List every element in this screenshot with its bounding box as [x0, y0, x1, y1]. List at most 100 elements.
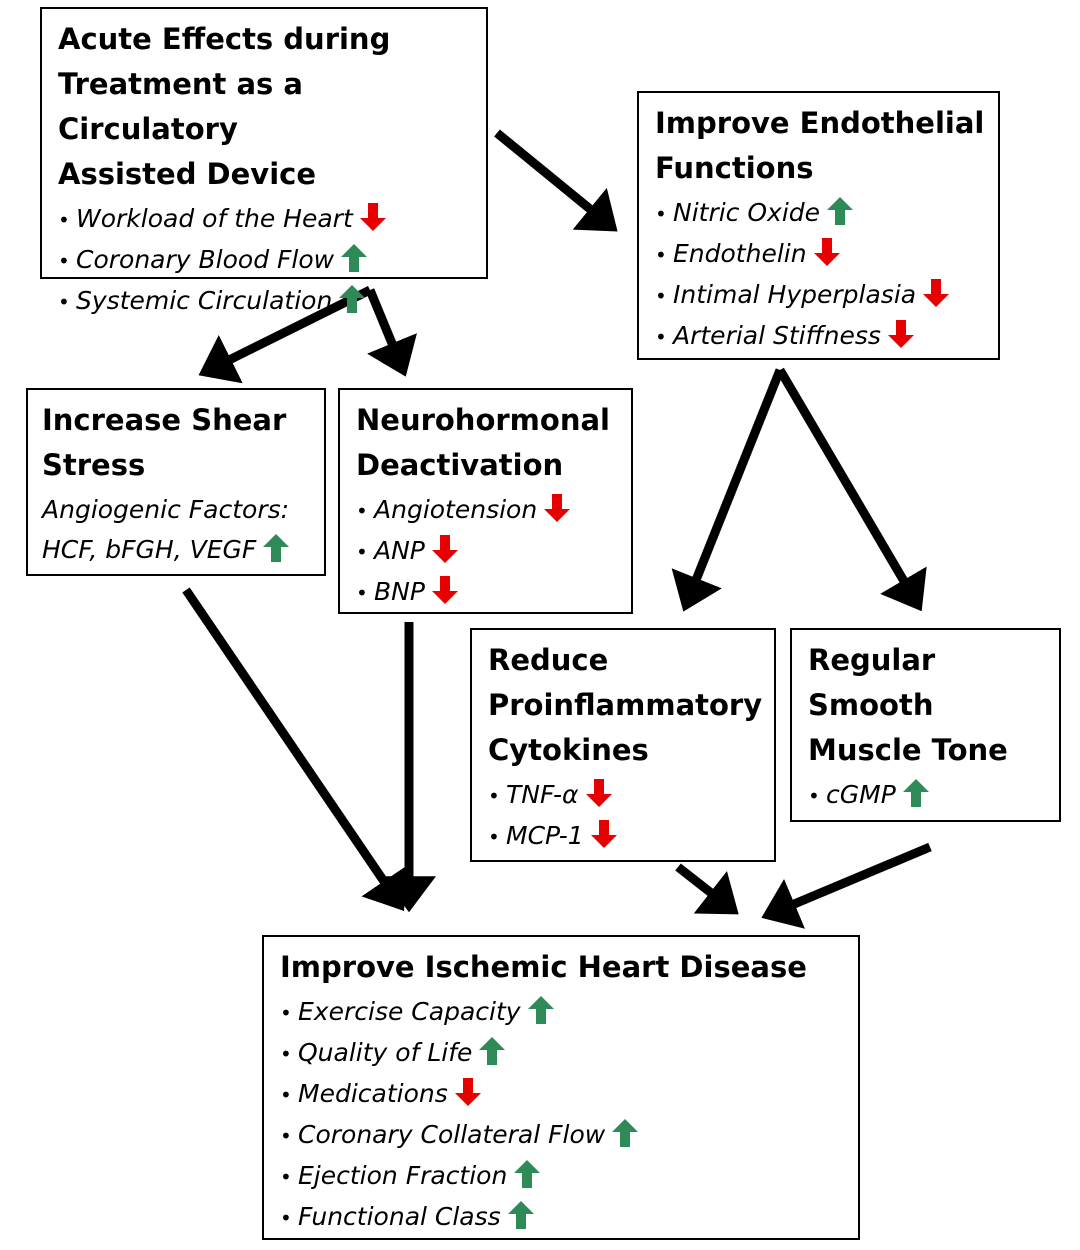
item-label: Ejection Fraction: [298, 1161, 508, 1190]
up-arrow-icon: [612, 1119, 639, 1147]
down-arrow-icon: [431, 535, 458, 563]
list-item: •Coronary Blood Flow: [58, 240, 486, 281]
item-label: Endothelin: [673, 239, 807, 268]
list-item: •Coronary Collateral Flow: [280, 1115, 858, 1156]
bullet-icon: •: [356, 581, 368, 605]
up-arrow-icon: [341, 244, 368, 272]
item-label: Functional Class: [298, 1202, 501, 1231]
bullet-icon: •: [58, 290, 70, 314]
list-item: •BNP: [356, 572, 631, 613]
endothelial-list: •Nitric Oxide•Endothelin•Intimal Hyperpl…: [655, 193, 998, 357]
cytokines-list: •TNF-α•MCP-1: [488, 775, 774, 857]
neurohormonal-title: Neurohormonal Deactivation: [356, 403, 610, 482]
item-label: Medications: [298, 1079, 448, 1108]
smooth-muscle-box: Regular Smooth Muscle Tone •cGMP: [790, 628, 1061, 822]
up-arrow-icon: [902, 779, 929, 807]
item-label: Coronary Collateral Flow: [298, 1120, 606, 1149]
list-item: •Exercise Capacity: [280, 992, 858, 1033]
down-arrow-icon: [887, 320, 914, 348]
item-label: Exercise Capacity: [298, 997, 521, 1026]
smooth-muscle-title: Regular Smooth Muscle Tone: [808, 643, 1008, 767]
arrow-smooth-to-ischemic: [761, 842, 932, 929]
list-item: •Workload of the Heart: [58, 199, 486, 240]
list-item: •TNF-α: [488, 775, 774, 816]
item-label: Workload of the Heart: [76, 204, 353, 233]
item-label: BNP: [374, 577, 425, 606]
bullet-icon: •: [655, 325, 667, 349]
list-item: •Nitric Oxide: [655, 193, 998, 234]
list-item: •ANP: [356, 531, 631, 572]
list-item: •Quality of Life: [280, 1033, 858, 1074]
ischemic-list: •Exercise Capacity•Quality of Life•Medic…: [280, 992, 858, 1238]
item-label: Intimal Hyperplasia: [673, 280, 917, 309]
up-arrow-icon: [527, 996, 554, 1024]
bullet-icon: •: [356, 540, 368, 564]
list-item: •MCP-1: [488, 816, 774, 857]
arrow-endothelial-to-smooth: [776, 367, 927, 612]
acute-effects-list: •Workload of the Heart•Coronary Blood Fl…: [58, 199, 486, 322]
endothelial-title: Improve Endothelial Functions: [655, 106, 985, 185]
acute-effects-box: Acute Effects during Treatment as a Circ…: [40, 7, 488, 315]
down-arrow-icon: [359, 203, 386, 231]
item-label: Arterial Stiffness: [673, 321, 881, 350]
bullet-icon: •: [280, 1165, 292, 1189]
list-item: •Medications: [280, 1074, 858, 1115]
item-label: TNF-α: [506, 780, 579, 809]
bullet-icon: •: [356, 499, 368, 523]
up-arrow-icon: [827, 197, 854, 225]
item-label: Quality of Life: [298, 1038, 473, 1067]
bullet-icon: •: [808, 784, 820, 808]
list-item: •Arterial Stiffness: [655, 316, 998, 357]
list-item: •Endothelin: [655, 234, 998, 275]
arrow-acute-to-endothelial: [494, 129, 618, 232]
arrow-acute-to-shear-split: [198, 285, 373, 384]
item-label: Angiotension: [374, 495, 538, 524]
arrow-cytokines-to-ischemic: [675, 863, 739, 915]
up-arrow-icon: [507, 1201, 534, 1229]
up-arrow-icon: [514, 1160, 541, 1188]
cytokines-title: Reduce Proinflammatory Cytokines: [488, 643, 763, 767]
up-arrow-icon: [339, 285, 366, 313]
down-arrow-icon: [544, 494, 571, 522]
down-arrow-icon: [585, 779, 612, 807]
bullet-icon: •: [280, 1083, 292, 1107]
shear-stress-box: Increase Shear Stress Angiogenic Factors…: [26, 388, 326, 576]
item-label: Nitric Oxide: [673, 198, 821, 227]
down-arrow-icon: [431, 576, 458, 604]
up-arrow-icon: [479, 1037, 506, 1065]
list-item: •Functional Class: [280, 1197, 858, 1238]
list-item: •cGMP: [808, 775, 1059, 816]
down-arrow-icon: [923, 279, 950, 307]
shear-stress-title: Increase Shear Stress: [42, 403, 287, 482]
angiogenic-factors-values: HCF, bFGH, VEGF: [42, 530, 324, 570]
angiogenic-factors-text: HCF, bFGH, VEGF: [42, 535, 257, 564]
arrow-endothelial-to-cytokines: [671, 368, 785, 612]
arrow-shear-to-ischemic: [182, 587, 407, 911]
down-arrow-icon: [813, 238, 840, 266]
endothelial-box: Improve Endothelial Functions •Nitric Ox…: [637, 91, 1000, 360]
bullet-icon: •: [280, 1206, 292, 1230]
list-item: •Intimal Hyperplasia: [655, 275, 998, 316]
bullet-icon: •: [58, 208, 70, 232]
list-item: •Angiotension: [356, 490, 631, 531]
neurohormonal-list: •Angiotension•ANP•BNP: [356, 490, 631, 613]
item-label: cGMP: [826, 780, 896, 809]
bullet-icon: •: [655, 243, 667, 267]
bullet-icon: •: [488, 784, 500, 808]
up-arrow-icon: [263, 534, 290, 562]
bullet-icon: •: [280, 1001, 292, 1025]
bullet-icon: •: [280, 1124, 292, 1148]
bullet-icon: •: [655, 202, 667, 226]
item-label: Coronary Blood Flow: [76, 245, 335, 274]
list-item: •Ejection Fraction: [280, 1156, 858, 1197]
bullet-icon: •: [488, 825, 500, 849]
ischemic-title: Improve Ischemic Heart Disease: [280, 950, 807, 984]
item-label: ANP: [374, 536, 425, 565]
bullet-icon: •: [655, 284, 667, 308]
up-arrow-icon: [256, 534, 290, 564]
item-label: MCP-1: [506, 821, 584, 850]
acute-effects-title: Acute Effects during Treatment as a Circ…: [58, 22, 391, 191]
ischemic-heart-disease-box: Improve Ischemic Heart Disease •Exercise…: [262, 935, 860, 1240]
bullet-icon: •: [280, 1042, 292, 1066]
